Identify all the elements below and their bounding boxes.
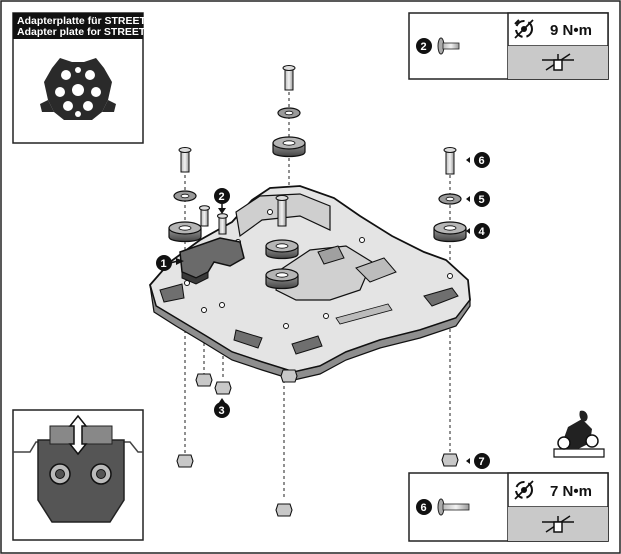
torque-value-bottom: 7 N•m bbox=[550, 483, 592, 500]
adapter-plate bbox=[179, 237, 245, 285]
svg-text:4: 4 bbox=[479, 226, 486, 238]
callout-6: 6 bbox=[466, 152, 490, 168]
torque-value-top: 9 N•m bbox=[550, 22, 592, 39]
bolt-icon bbox=[437, 37, 460, 55]
screw-pair-part-2 bbox=[199, 205, 228, 235]
callout-3: 3 bbox=[214, 398, 230, 418]
torque-box-top: 2 9 N•m bbox=[408, 12, 609, 80]
torque-wrench-icon bbox=[514, 480, 534, 500]
threadlock-icon bbox=[542, 53, 574, 71]
callout-7: 7 bbox=[466, 453, 490, 469]
inset-bolt-right bbox=[90, 463, 112, 485]
torque-wrench-icon bbox=[514, 19, 534, 39]
screw-icon bbox=[437, 498, 470, 516]
title-line-en: Adapter plate for STREET-RACK bbox=[17, 26, 179, 38]
svg-text:5: 5 bbox=[479, 194, 485, 206]
bolt-stack-top bbox=[272, 65, 306, 158]
nut-group bbox=[176, 369, 459, 517]
bolt-stack-right bbox=[433, 147, 467, 243]
title-box: Adapterplatte für STREET-RACK Adapter pl… bbox=[12, 12, 180, 144]
title-line-de: Adapterplatte für STREET-RACK bbox=[17, 15, 180, 27]
callout-6-bottom-box bbox=[416, 499, 432, 515]
torque-box-bottom: 6 7 N•m bbox=[408, 472, 609, 542]
inset-bolt-left bbox=[49, 463, 71, 485]
motorcycle-icon bbox=[553, 410, 605, 458]
threadlock-icon bbox=[542, 515, 574, 533]
callout-6-bottom-box-label: 6 bbox=[421, 502, 427, 514]
svg-text:6: 6 bbox=[479, 155, 485, 167]
callout-4: 4 bbox=[466, 223, 490, 239]
callout-5: 5 bbox=[466, 191, 490, 207]
double-arrow-icon bbox=[68, 414, 88, 456]
callout-2-top-box bbox=[416, 38, 432, 54]
svg-text:2: 2 bbox=[219, 191, 225, 203]
bolt-stack-center bbox=[265, 195, 299, 290]
svg-text:1: 1 bbox=[161, 258, 167, 270]
callout-2-top-box-label: 2 bbox=[421, 41, 427, 53]
bolt-stack-left bbox=[168, 147, 202, 243]
callout-2: 2 bbox=[214, 188, 230, 214]
adapter-plate-thumbnail bbox=[40, 58, 116, 120]
callout-1: 1 bbox=[156, 255, 184, 271]
top-rack-plate bbox=[149, 185, 471, 381]
detail-inset bbox=[12, 409, 144, 541]
svg-text:3: 3 bbox=[219, 405, 225, 417]
svg-text:7: 7 bbox=[479, 456, 485, 468]
